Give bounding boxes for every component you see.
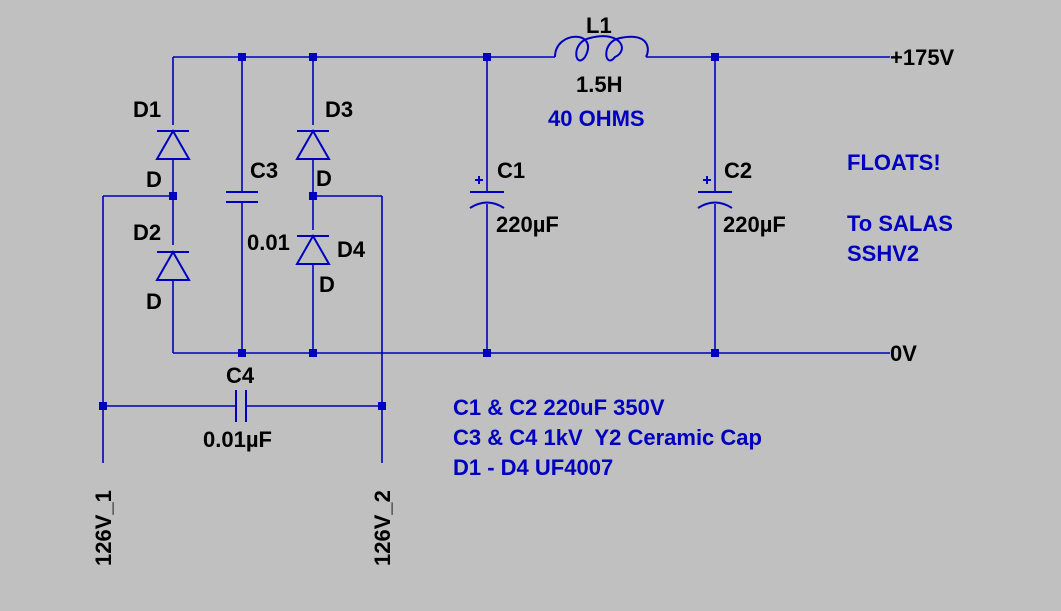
d3-name-label: D3 (325, 97, 353, 122)
wires (102, 56, 890, 463)
junction-dot (169, 192, 177, 200)
junction-dot (309, 53, 317, 61)
net-label-ground: 0V (890, 341, 917, 366)
inductor-l1-symbol (554, 35, 649, 62)
junction-dot (711, 349, 719, 357)
note-floats: FLOATS! (847, 150, 941, 175)
note-destination-line1: To SALAS (847, 211, 953, 236)
c2-value-label: 220µF (723, 212, 786, 237)
diode-d3-symbol (295, 128, 331, 160)
l1-value-label: 1.5H (576, 72, 622, 97)
capacitor-c4-symbol (235, 390, 247, 422)
junction-dot (378, 402, 386, 410)
note-spec-capacitors: C1 & C2 220uF 350V (453, 395, 665, 420)
d3-value-label: D (316, 166, 332, 191)
d4-value-label: D (319, 272, 335, 297)
diode-d2-symbol (155, 249, 191, 281)
capacitor-c2-symbol (697, 176, 733, 209)
d2-value-label: D (146, 289, 162, 314)
junction-dot (309, 192, 317, 200)
junction-dot (238, 349, 246, 357)
c4-name-label: C4 (226, 363, 255, 388)
c1-name-label: C1 (497, 158, 525, 183)
d1-name-label: D1 (133, 97, 161, 122)
diode-d1-symbol (155, 128, 191, 160)
c2-name-label: C2 (724, 158, 752, 183)
d4-name-label: D4 (337, 237, 366, 262)
c3-value-label: 0.01 (247, 230, 290, 255)
junction-dot (483, 53, 491, 61)
l1-resistance-label: 40 OHMS (548, 106, 645, 131)
net-label-input1: 126V_1 (91, 490, 116, 566)
capacitor-c1-symbol (469, 176, 505, 209)
diode-d4-symbol (295, 233, 331, 265)
junction-dot (238, 53, 246, 61)
c4-value-label: 0.01µF (203, 427, 272, 452)
l1-name-label: L1 (586, 13, 612, 38)
c1-value-label: 220µF (496, 212, 559, 237)
c3-name-label: C3 (250, 158, 278, 183)
capacitor-c3-symbol (226, 191, 258, 203)
d1-value-label: D (146, 167, 162, 192)
net-label-output: +175V (890, 45, 955, 70)
net-label-input2: 126V_2 (370, 490, 395, 566)
junctions (99, 53, 719, 410)
junction-dot (711, 53, 719, 61)
junction-dot (99, 402, 107, 410)
note-spec-ceramic: C3 & C4 1kV Y2 Ceramic Cap (453, 425, 762, 450)
d2-name-label: D2 (133, 220, 161, 245)
note-destination-line2: SSHV2 (847, 241, 919, 266)
junction-dot (483, 349, 491, 357)
junction-dot (309, 349, 317, 357)
note-spec-diodes: D1 - D4 UF4007 (453, 455, 613, 480)
